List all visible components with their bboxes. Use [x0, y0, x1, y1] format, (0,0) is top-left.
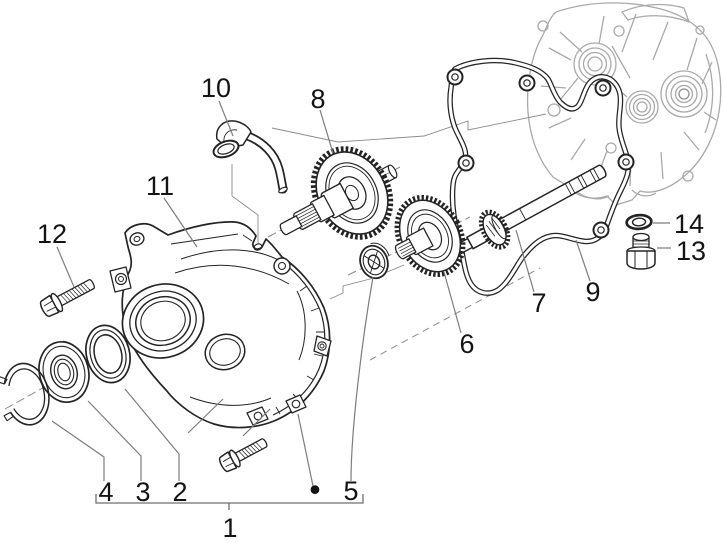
assembly-bracket	[95, 494, 364, 510]
callout-12: 12	[37, 219, 67, 249]
bullet-marker: •	[306, 474, 324, 509]
flange-bolt	[39, 279, 95, 318]
callout-5: 5	[343, 476, 358, 506]
callout-3: 3	[135, 477, 150, 507]
callout-labels: 10 8 11 12 14 13 7 9 6 4 3 2 5 1 •	[37, 73, 706, 543]
callout-8: 8	[310, 84, 325, 114]
callout-14: 14	[674, 209, 704, 239]
crankcase-bearing-boss	[573, 42, 708, 124]
pinion-gear	[478, 209, 511, 250]
callout-10: 10	[201, 73, 231, 103]
gearbox-cover	[109, 221, 332, 429]
cover-opening	[204, 333, 246, 371]
driven-gear	[394, 194, 466, 278]
callout-11: 11	[146, 171, 174, 201]
breather-pipe	[212, 120, 288, 194]
gasket	[446, 57, 635, 296]
callout-1: 1	[222, 513, 237, 543]
callout-7: 7	[531, 288, 546, 318]
breather-flange	[212, 139, 240, 159]
ball-bearing	[38, 340, 90, 403]
leader-lines	[51, 100, 671, 487]
gasket-eyelets	[446, 68, 635, 239]
drain-plug	[626, 232, 656, 270]
small-bearing	[359, 242, 390, 280]
cover-lugs	[109, 232, 332, 426]
cover-screw	[218, 438, 268, 473]
callout-9: 9	[585, 277, 600, 307]
callout-4: 4	[98, 477, 113, 507]
callout-6: 6	[459, 329, 474, 359]
drive-gear	[279, 146, 398, 240]
callout-2: 2	[172, 477, 187, 507]
callout-13: 13	[676, 236, 706, 266]
oil-seal	[85, 324, 131, 384]
sealing-washer	[625, 213, 653, 231]
cover-bore	[121, 283, 205, 359]
circlip	[0, 362, 50, 426]
crankcase-half	[526, 2, 722, 206]
